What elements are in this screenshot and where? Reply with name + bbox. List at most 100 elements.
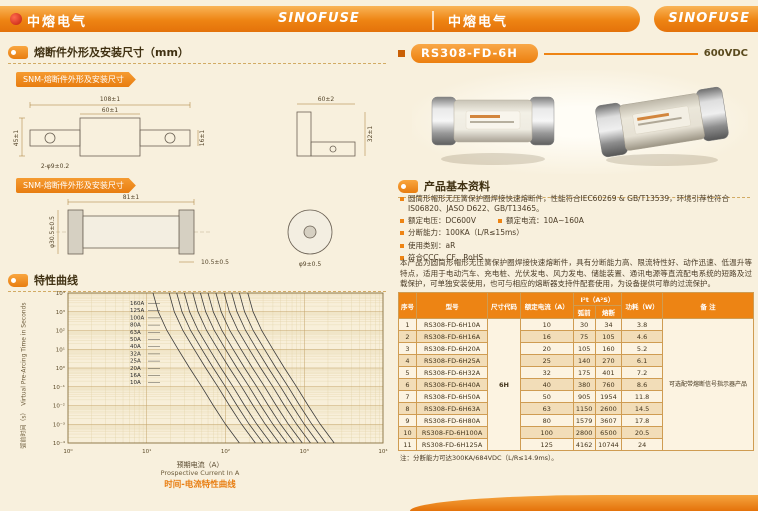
- info-bullet: 使用类别：aR: [400, 241, 752, 251]
- table-note: 注：分断能力可达300KA/684VDC（L/R≤14.9ms）。: [400, 454, 558, 462]
- cell-power: 7.2: [621, 366, 663, 379]
- curve-rating-label: 50A: [130, 337, 141, 343]
- cell-seq: 11: [398, 438, 417, 451]
- tc-curve: [247, 293, 335, 443]
- cell-current: 125: [519, 438, 574, 451]
- curve-rating-label: 80A: [130, 323, 141, 329]
- cell-i2t-total: 6500: [594, 426, 623, 439]
- cell-model: RS308-FD-6H16A: [415, 330, 489, 343]
- info-bullet: 分断能力：100KA（L/R≤15ms）: [400, 228, 752, 238]
- svg-text:10⁻²: 10⁻²: [53, 403, 65, 410]
- cell-power: 4.6: [621, 330, 663, 343]
- cell-model: RS308-FD-6H63A: [415, 402, 489, 415]
- cell-power: 14.5: [621, 402, 663, 415]
- tc-curve: [168, 293, 256, 443]
- cell-current: 32: [519, 366, 574, 379]
- brand-sinofuse-right: SINOFUSE: [668, 11, 750, 26]
- tc-curve: [183, 293, 272, 443]
- cell-i2t-total: 401: [594, 366, 623, 379]
- cell-seq: 8: [398, 402, 417, 415]
- tc-curve: [239, 293, 327, 443]
- curve-rating-label: 100A: [130, 315, 144, 321]
- model-bar: RS308-FD-6H 600VDC: [398, 44, 752, 63]
- curve-rating-label: 160A: [130, 301, 144, 307]
- info-section-title: 产品基本资料: [424, 180, 490, 193]
- cell-power: 8.6: [621, 378, 663, 391]
- chart-x-axis-label-cn: 预期电流（A）: [176, 461, 224, 469]
- svg-text:10²: 10²: [221, 448, 230, 455]
- tc-curve: [176, 293, 264, 443]
- col-i2t-total: 熔断: [594, 305, 623, 319]
- bullet-square-icon: [497, 219, 502, 224]
- cell-power: 17.8: [621, 414, 663, 427]
- dimension-label: 2-φ9±0.2: [41, 163, 70, 170]
- svg-text:10⁰: 10⁰: [56, 365, 66, 372]
- product-description: 本产品为圆筒形帽形无压簧保护圈焊接快速熔断件，具有分断能力高、限流特性好、动作迅…: [400, 258, 752, 288]
- cell-seq: 1: [398, 318, 417, 331]
- cell-i2t-total: 105: [594, 330, 623, 343]
- info-bullets: 圆筒形帽形无压簧保护圈焊接快速熔断件，性能符合IEC60269 & GB/T13…: [400, 194, 752, 265]
- cell-i2t-total: 34: [594, 318, 623, 331]
- cell-i2t-pre: 30: [572, 318, 596, 331]
- cell-current: 25: [519, 354, 574, 367]
- product-photos: [412, 70, 748, 174]
- svg-text:10²: 10²: [56, 328, 65, 335]
- tc-curve: [231, 293, 319, 443]
- bullet-text: 符合CCC、CF、RoHS: [408, 252, 484, 262]
- svg-text:10⁰: 10⁰: [63, 448, 73, 455]
- cell-seq: 4: [398, 354, 417, 367]
- cell-model: RS308-FD-6H20A: [415, 342, 489, 355]
- chart-y-axis-label: 弧前时间（s） Virtual Pre-Arcing Time in Secon…: [20, 302, 28, 449]
- cell-current: 100: [519, 426, 574, 439]
- top-right-swoosh: SINOFUSE: [654, 6, 758, 32]
- model-bullet-icon: [398, 50, 405, 57]
- tc-curve: [200, 293, 288, 443]
- top-banner: 中熔电气 SINOFUSE 中熔电气: [0, 6, 640, 32]
- svg-text:10⁻³: 10⁻³: [53, 421, 65, 428]
- tc-curve: [223, 293, 311, 443]
- col-i2t: I²t（A²S）: [572, 292, 623, 306]
- brand-left: 中熔电气: [27, 15, 88, 30]
- curve-rating-label: 16A: [130, 373, 141, 379]
- svg-text:10³: 10³: [300, 448, 309, 455]
- svg-text:10¹: 10¹: [56, 346, 65, 353]
- dimension-label: φ9±0.5: [299, 261, 322, 268]
- cell-model: RS308-FD-6H50A: [415, 390, 489, 403]
- section-tag-icon: [8, 45, 28, 59]
- svg-text:10⁴: 10⁴: [56, 290, 66, 297]
- cell-i2t-total: 1954: [594, 390, 623, 403]
- time-current-chart-area: 弧前时间（s） Virtual Pre-Arcing Time in Secon…: [8, 288, 392, 460]
- cell-power: 11.8: [621, 390, 663, 403]
- cell-current: 50: [519, 390, 574, 403]
- cell-current: 80: [519, 414, 574, 427]
- cell-i2t-pre: 140: [572, 354, 596, 367]
- col-current: 额定电流（A）: [519, 292, 574, 319]
- cell-remark: 可选配带熔断信号指示器产品: [661, 318, 755, 451]
- cell-i2t-pre: 905: [572, 390, 596, 403]
- bullet-square-icon: [400, 197, 404, 201]
- bullet-square-icon: [400, 243, 404, 248]
- svg-text:10⁴: 10⁴: [378, 448, 388, 455]
- curve-rating-label: 125A: [130, 308, 144, 314]
- bullet-text: 圆筒形帽形无压簧保护圈焊接快速熔断件，性能符合IEC60269 & GB/T13…: [408, 194, 730, 214]
- cell-seq: 2: [398, 330, 417, 343]
- voltage-label: 600VDC: [703, 48, 748, 59]
- tc-curve: [152, 293, 240, 443]
- cell-power: 20.5: [621, 426, 663, 439]
- cell-i2t-pre: 380: [572, 378, 596, 391]
- cell-model: RS308-FD-6H100A: [415, 426, 489, 439]
- curve-rating-label: 10A: [130, 380, 141, 386]
- cell-model: RS308-FD-6H80A: [415, 414, 489, 427]
- cell-i2t-pre: 175: [572, 366, 596, 379]
- cell-power: 3.8: [621, 318, 663, 331]
- chart-title: 时间-电流特性曲线: [164, 480, 236, 490]
- cell-seq: 3: [398, 342, 417, 355]
- bullet-text: 使用类别：aR: [408, 240, 456, 250]
- cell-seq: 9: [398, 414, 417, 427]
- dimension-label: 60±1: [102, 107, 119, 114]
- col-i2t-pre: 弧前: [572, 305, 596, 319]
- cell-model: RS308-FD-6H10A: [415, 318, 489, 331]
